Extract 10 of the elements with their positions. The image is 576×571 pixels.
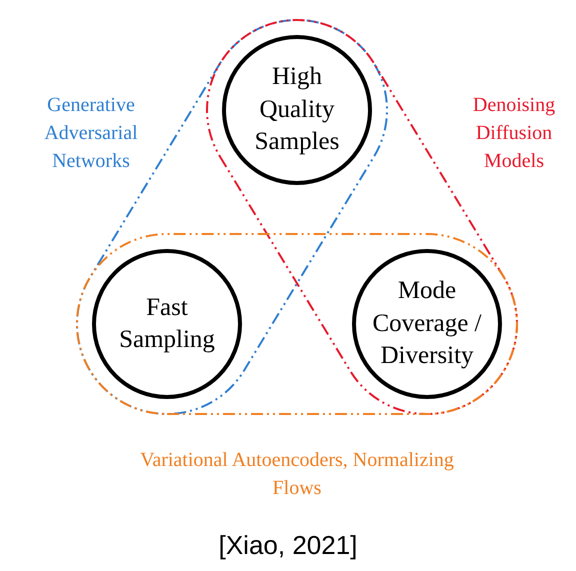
group-label: Variational Autoencoders, Normalizing Flows [139,448,455,501]
circle-label: High Quality Samples [254,62,340,158]
citation: [Xiao, 2021] [218,530,358,561]
circle-label: Mode Coverage / Diversity [372,276,482,372]
circle [92,249,242,399]
group-label: Denoising Diffusion Models [472,93,556,174]
circle-label: Fast Sampling [118,292,216,355]
circle [352,249,502,399]
group-label: Generative Adversarial Networks [43,93,139,174]
circle [222,35,372,185]
